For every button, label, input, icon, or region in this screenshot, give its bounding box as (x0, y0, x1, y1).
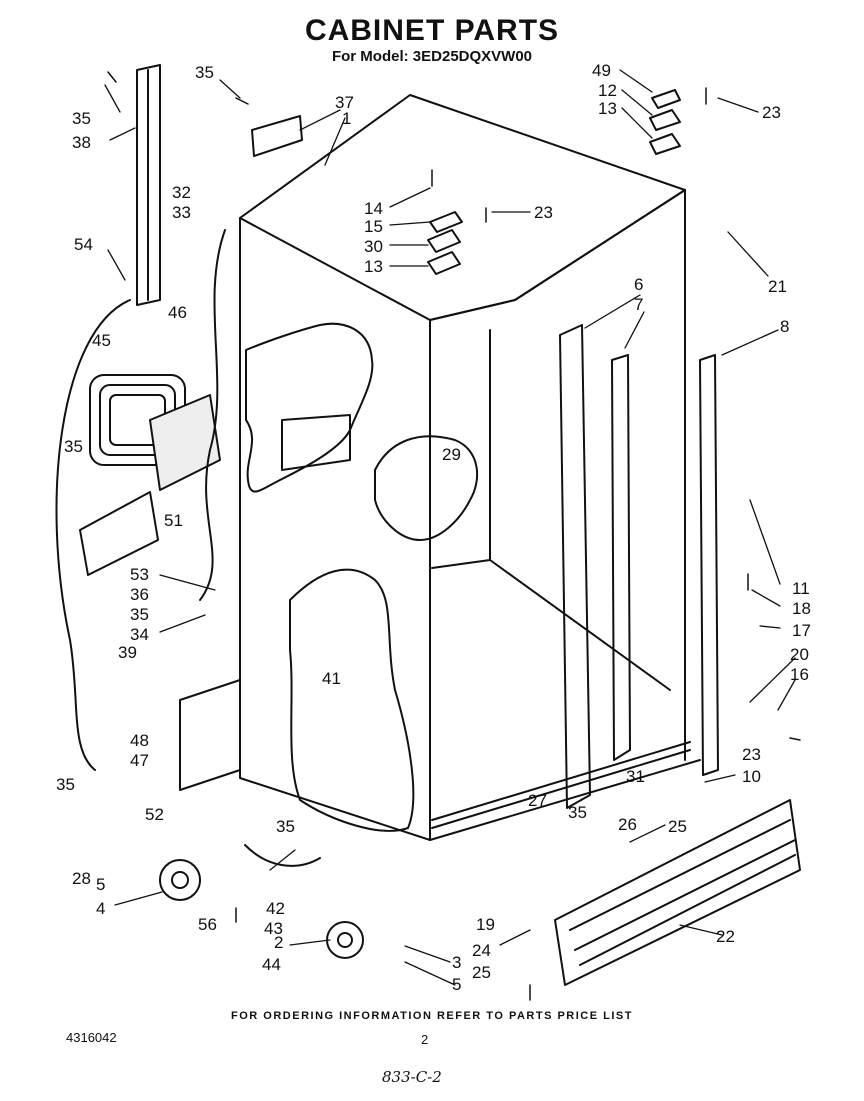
model-subtitle: For Model: 3ED25DQXVW00 (331, 48, 533, 65)
callout-label: 48 (130, 731, 149, 750)
callout-label: 51 (164, 511, 183, 530)
callout-label: 27 (528, 791, 547, 810)
callout-label: 23 (534, 203, 553, 222)
callout-label: 10 (742, 767, 761, 786)
callout-label: 54 (74, 235, 93, 254)
panel-47 (179, 679, 241, 791)
document-number: 4316042 (66, 1030, 117, 1045)
pad-46 (149, 394, 221, 491)
callout-label: 38 (72, 133, 91, 152)
callout-label: 41 (322, 669, 341, 688)
callout-label: 53 (130, 565, 149, 584)
callout-label: 31 (626, 767, 645, 786)
callout-label: 32 (172, 183, 191, 202)
callout-label: 46 (168, 303, 187, 322)
panel-36 (79, 491, 159, 576)
callout-label: 21 (768, 277, 787, 296)
callout-label: 18 (792, 599, 811, 618)
callout-label: 44 (262, 955, 281, 974)
callout-label: 47 (130, 751, 149, 770)
callout-label: 20 (790, 645, 809, 664)
grille-22 (554, 799, 801, 986)
roller-2 (326, 921, 364, 959)
callout-label: 35 (568, 803, 587, 822)
screws (107, 71, 801, 1001)
callout-label: 1 (342, 109, 351, 128)
callout-label: 56 (198, 915, 217, 934)
callout-label: 33 (172, 203, 191, 222)
callout-label: 3 (452, 953, 461, 972)
callout-label: 5 (452, 975, 461, 994)
rail-6 (559, 324, 591, 809)
callouts: 35 38 35 37 1 49 12 13 23 32 33 54 14 15… (56, 61, 811, 994)
callout-label: 35 (64, 437, 83, 456)
callout-label: 6 (634, 275, 643, 294)
wiring-harness (55, 229, 226, 771)
rail-7 (611, 354, 631, 761)
callout-label: 45 (92, 331, 111, 350)
callout-label: 2 (274, 933, 283, 952)
callout-label: 12 (598, 81, 617, 100)
callout-label: 7 (634, 295, 643, 314)
callout-label: 11 (792, 579, 810, 598)
callout-label: 35 (56, 775, 75, 794)
ordering-note: FOR ORDERING INFORMATION REFER TO PARTS … (231, 1010, 633, 1022)
callout-label: 36 (130, 585, 149, 604)
callout-label: 35 (276, 817, 295, 836)
callout-label: 8 (780, 317, 789, 336)
callout-label: 13 (598, 99, 617, 118)
tube-42 (244, 844, 321, 867)
callout-label: 49 (592, 61, 611, 80)
callout-label: 14 (364, 199, 383, 218)
callout-label: 35 (130, 605, 149, 624)
callout-label: 37 (335, 93, 354, 112)
callout-label: 4 (96, 899, 105, 918)
callout-label: 17 (792, 621, 811, 640)
cabinet-body (239, 94, 701, 841)
callout-label: 34 (130, 625, 149, 644)
top-hinge-left (427, 211, 463, 275)
callout-label: 35 (195, 63, 214, 82)
callout-label: 35 (72, 109, 91, 128)
callout-label: 43 (264, 919, 283, 938)
callout-label: 23 (742, 745, 761, 764)
callout-label: 52 (145, 805, 164, 824)
back-cutaway (374, 435, 478, 541)
callout-label: 19 (476, 915, 495, 934)
lower-cutaway (289, 568, 415, 832)
page-number: 2 (421, 1032, 429, 1047)
callout-label: 28 (72, 869, 91, 888)
leader-lines (104, 69, 796, 986)
callout-label: 5 (96, 875, 105, 894)
callout-label: 25 (668, 817, 687, 836)
callout-label: 25 (472, 963, 491, 982)
strip-8 (699, 354, 719, 776)
callout-label: 30 (364, 237, 383, 256)
callout-label: 22 (716, 927, 735, 946)
top-hinge-right (649, 89, 681, 155)
callout-label: 29 (442, 445, 461, 464)
callout-label: 13 (364, 257, 383, 276)
callout-label: 23 (762, 103, 781, 122)
callout-label: 15 (364, 217, 383, 236)
callout-label: 42 (266, 899, 285, 918)
callout-label: 39 (118, 643, 137, 662)
bracket-37 (251, 115, 303, 157)
callout-label: 16 (790, 665, 809, 684)
callout-label: 24 (472, 941, 491, 960)
roller-4 (159, 859, 201, 901)
diagram-title: CABINET PARTS (304, 14, 560, 47)
rail-38 (136, 64, 161, 306)
handwritten-note: 833-C-2 (382, 1068, 442, 1086)
callout-label: 26 (618, 815, 637, 834)
